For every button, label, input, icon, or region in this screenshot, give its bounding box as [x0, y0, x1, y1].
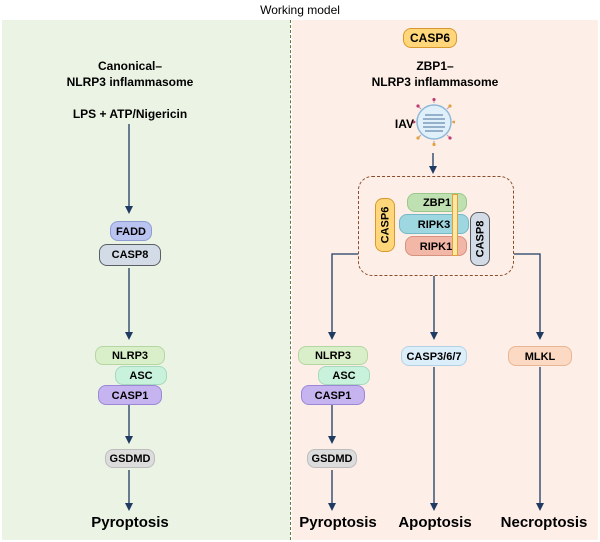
left-asc-node: ASC	[115, 366, 167, 385]
casp367-node: CASP3/6/7	[401, 346, 467, 366]
right-gsdmd-node: GSDMD	[307, 449, 357, 468]
necrosome-cluster-box	[358, 176, 514, 276]
left-casp1-node: CASP1	[98, 385, 162, 405]
right-heading-line2: NLRP3 inflammasome	[371, 75, 499, 89]
ripk1-node: RIPK1	[405, 236, 467, 256]
ripk3-node: RIPK3	[399, 214, 469, 234]
casp6-top-node: CASP6	[403, 28, 457, 48]
casp8-side-node: CASP8	[470, 212, 490, 266]
arrow-cluster-to-mlkl	[514, 253, 544, 340]
mlkl-node: MLKL	[508, 346, 572, 366]
influenza-virus-icon	[413, 98, 455, 146]
right-outcome-pyroptosis: Pyroptosis	[299, 514, 377, 531]
diagram-title: Working model	[260, 3, 340, 17]
left-heading-line2: NLRP3 inflammasome	[66, 75, 194, 89]
right-outcome-necroptosis: Necroptosis	[500, 514, 588, 531]
arrow-cluster-to-nlrp3	[328, 253, 358, 340]
right-nlrp3-node: NLRP3	[298, 346, 368, 365]
panel-divider	[290, 20, 291, 540]
right-casp1-node: CASP1	[301, 385, 365, 405]
casp6-side-node: CASP6	[375, 198, 395, 252]
left-gsdmd-node: GSDMD	[105, 449, 155, 468]
right-outcome-apoptosis: Apoptosis	[398, 514, 472, 531]
left-outcome-pyroptosis: Pyroptosis	[91, 514, 169, 531]
fadd-node: FADD	[110, 221, 152, 241]
right-asc-node: ASC	[318, 366, 370, 385]
rhim-domain-bar	[452, 194, 458, 256]
zbp1-node: ZBP1	[407, 193, 467, 212]
left-heading-line1: Canonical–	[97, 59, 163, 73]
left-stimulus-label: LPS + ATP/Nigericin	[72, 107, 188, 121]
right-heading-line1: ZBP1–	[416, 59, 454, 73]
left-nlrp3-node: NLRP3	[95, 346, 165, 365]
left-casp8-node: CASP8	[99, 244, 161, 266]
iav-label: IAV	[394, 117, 414, 131]
